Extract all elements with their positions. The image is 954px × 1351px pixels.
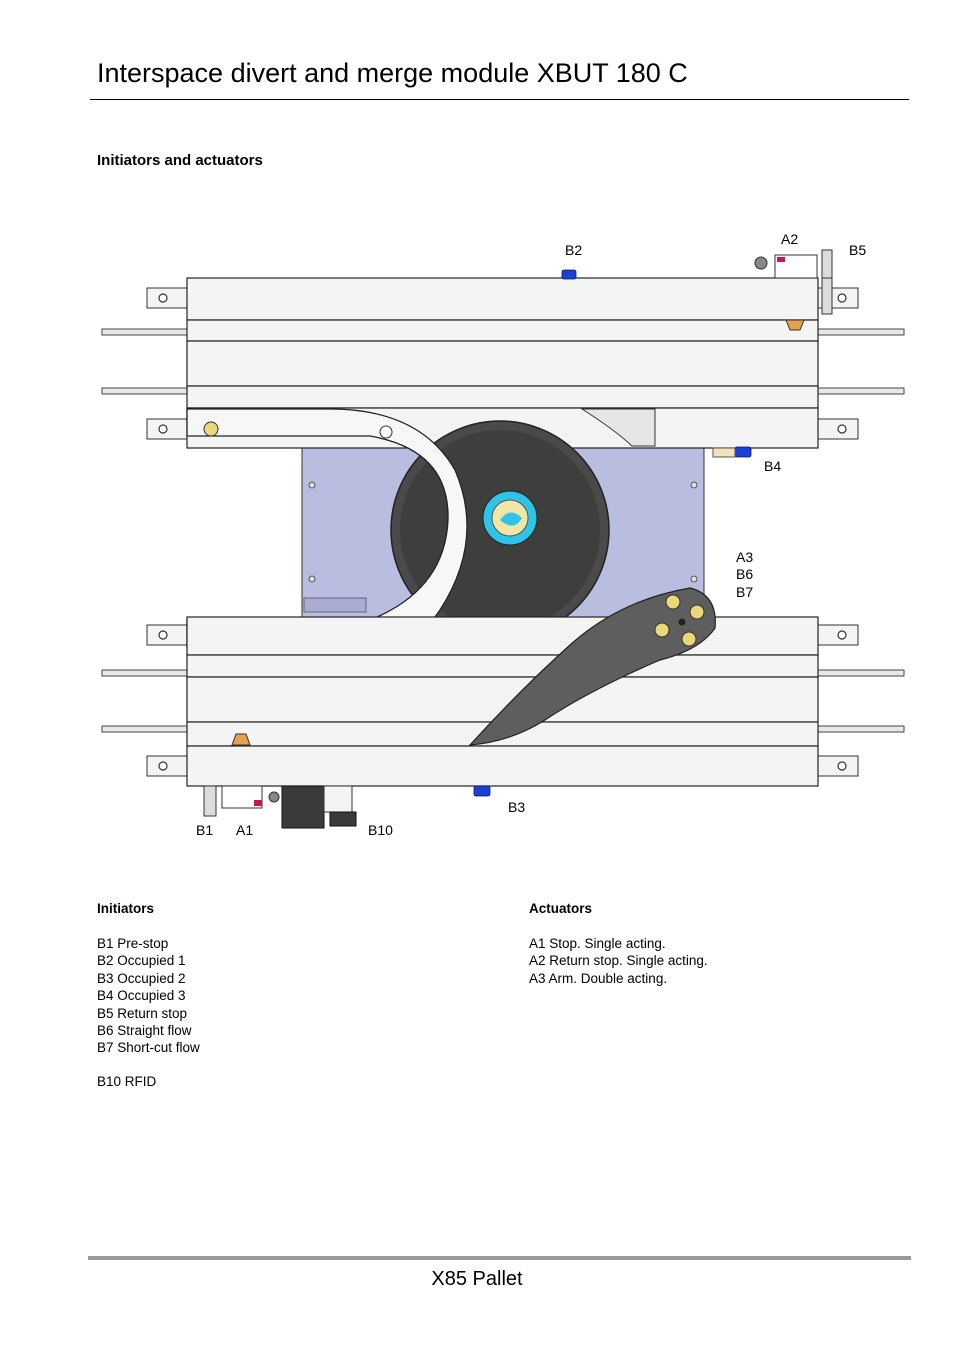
list-item: B6 Straight flow — [97, 1023, 192, 1039]
list-item: B4 Occupied 3 — [97, 988, 186, 1004]
list-item: A1 Stop. Single acting. — [529, 936, 666, 951]
list-item: A3 Arm. Double acting. — [529, 970, 668, 986]
tab-holes — [158, 293, 847, 771]
initiators-list: B1 Pre-stop B2 Occupied 1 B3 Occupied 2 … — [97, 935, 200, 1057]
left-rails — [101, 328, 189, 733]
footer-text: X85 Pallet — [431, 1268, 523, 1290]
label-b10: B10 — [368, 822, 393, 838]
sensors — [473, 269, 752, 797]
list-item: B3 Occupied 2 — [97, 970, 186, 986]
initiators-heading: Initiators — [97, 901, 155, 916]
list-item: B1 Pre-stop — [97, 936, 169, 951]
stop-a1-pad — [231, 733, 251, 746]
label-b1: B1 — [196, 822, 214, 838]
label-b6: B6 — [736, 566, 754, 582]
list-item: B7 Short-cut flow — [97, 1040, 200, 1056]
label-b2: B2 — [565, 242, 583, 258]
label-b3: B3 — [508, 799, 526, 815]
label-a1: A1 — [236, 822, 254, 838]
list-item: A2 Return stop. Single acting. — [529, 953, 708, 969]
right-rails — [817, 328, 905, 733]
label-b4: B4 — [764, 458, 782, 474]
divert-arm — [468, 587, 716, 746]
label-a3: A3 — [736, 549, 754, 565]
section-heading: Initiators and actuators — [97, 152, 263, 169]
list-item: B2 Occupied 1 — [97, 953, 186, 969]
initiator-b10: B10 RFID — [97, 1074, 157, 1089]
label-a2: A2 — [781, 231, 799, 247]
actuators-heading: Actuators — [529, 901, 593, 916]
module-drawing — [101, 249, 905, 829]
title-divider — [90, 99, 909, 100]
page-title: Interspace divert and merge module XBUT … — [97, 58, 688, 88]
footer-divider — [88, 1256, 911, 1260]
label-b5: B5 — [849, 242, 867, 258]
stop-a2-pad — [785, 319, 805, 331]
list-item: B5 Return stop — [97, 1005, 188, 1021]
actuators-list: A1 Stop. Single acting. A2 Return stop. … — [529, 935, 708, 987]
label-b7: B7 — [736, 584, 754, 600]
lower-conveyor — [186, 616, 819, 787]
